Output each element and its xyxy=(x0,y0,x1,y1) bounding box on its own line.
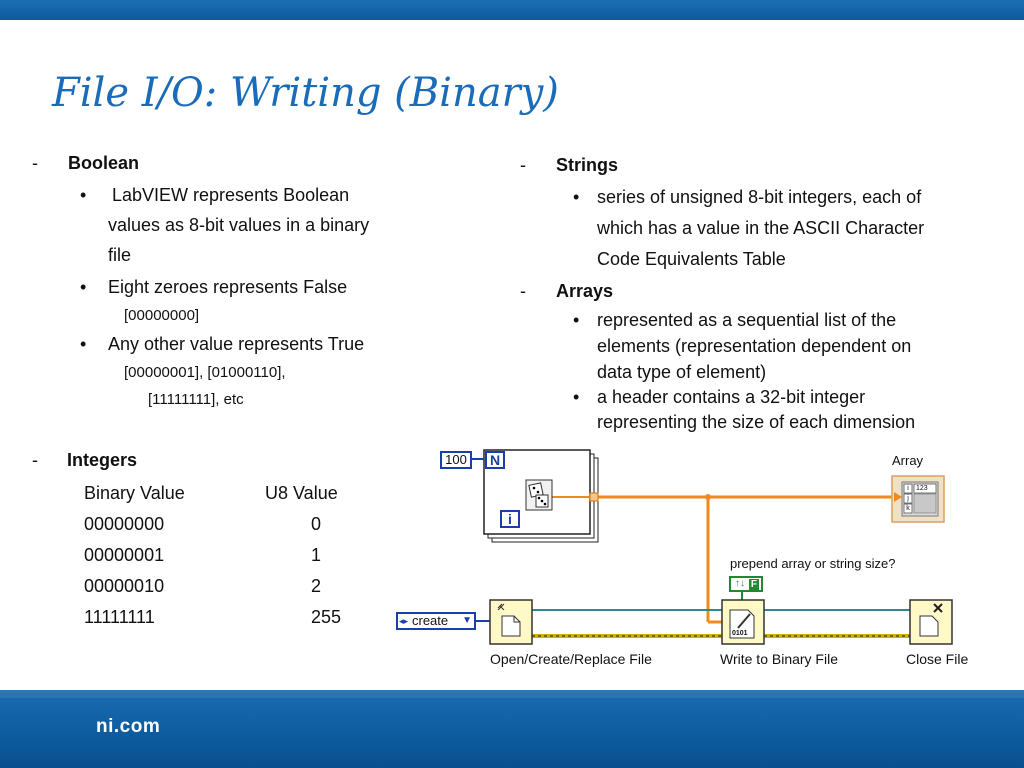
wire-junction xyxy=(705,494,711,500)
create-enum-value: create xyxy=(412,613,449,628)
count-constant[interactable]: 100 xyxy=(440,451,472,469)
array-label: Array xyxy=(892,453,924,468)
write-binary-icon-text: 0101 xyxy=(732,630,748,637)
boolean-bullet-1-line-3: file xyxy=(108,245,132,265)
strings-dash: - xyxy=(520,155,526,175)
integers-row-2-u8: 1 xyxy=(311,545,322,565)
array-indicator[interactable] xyxy=(891,475,945,523)
integers-col-u8-header: U8 Value xyxy=(265,483,338,503)
loop-index-terminal[interactable]: i xyxy=(500,510,520,528)
prepend-boolean-constant[interactable]: ↑↓ F xyxy=(729,576,763,592)
dice-icon[interactable] xyxy=(525,479,553,511)
boolean-dash: - xyxy=(32,153,38,173)
integers-row-2-binary: 00000001 xyxy=(84,545,165,565)
array-element-value: 123 xyxy=(916,485,928,492)
prepend-label: prepend array or string size? xyxy=(730,556,896,571)
strings-bullet-line-1: series of unsigned 8-bit integers, each … xyxy=(597,187,922,207)
strings-heading: Strings xyxy=(556,155,619,175)
boolean-heading: Boolean xyxy=(68,153,140,173)
arrays-bullet-2-line-2: representing the size of each dimension xyxy=(597,412,916,432)
array-index-i: i xyxy=(907,485,909,492)
write-binary-label: Write to Binary File xyxy=(720,651,838,667)
strings-bullet-line-3: Code Equivalents Table xyxy=(597,249,786,269)
top-banner xyxy=(0,0,1024,20)
enum-arrows-icon: ◂▸ xyxy=(399,616,409,626)
boolean-false-example: [00000000] xyxy=(124,307,200,324)
arrays-bullet-1-marker: • xyxy=(573,310,580,330)
arrays-dash: - xyxy=(520,281,526,301)
boolean-bullet-1-line-2: values as 8-bit values in a binary xyxy=(108,215,370,235)
boolean-bullet-1-line-1: LabVIEW represents Boolean xyxy=(112,185,350,205)
open-file-node[interactable] xyxy=(489,599,533,645)
integers-row-1-u8: 0 xyxy=(311,514,322,534)
integers-dash: - xyxy=(32,450,38,470)
open-file-label: Open/Create/Replace File xyxy=(490,651,652,667)
arrays-bullet-1-line-2: elements (representation dependent on xyxy=(597,336,912,356)
toggle-icon: ↑↓ xyxy=(735,578,745,589)
create-enum-constant[interactable]: ◂▸ create ▼ xyxy=(396,612,476,630)
array-index-j: j xyxy=(907,495,909,502)
arrays-bullet-1-line-3: data type of element) xyxy=(597,362,767,382)
integers-row-3-u8: 2 xyxy=(311,576,322,596)
write-binary-file-node[interactable] xyxy=(721,599,765,645)
array-index-k: k xyxy=(906,505,910,512)
integers-row-1-binary: 00000000 xyxy=(84,514,165,534)
arrays-bullet-2-line-1: a header contains a 32-bit integer xyxy=(597,387,866,407)
close-file-label: Close File xyxy=(906,651,969,667)
integers-row-4-binary: 11111111 xyxy=(84,607,155,627)
loop-count-terminal[interactable]: N xyxy=(485,451,505,469)
slide-title: File I/O: Writing (Binary) xyxy=(52,70,559,116)
boolean-bullet-1-marker: • xyxy=(80,185,87,205)
boolean-true-example-1: [00000001], [01000110], xyxy=(124,364,286,381)
prepend-value: F xyxy=(748,578,759,590)
loop-count-terminal-label: N xyxy=(489,452,501,468)
block-diagram-wires xyxy=(472,449,953,645)
boolean-bullet-2-text: Eight zeroes represents False xyxy=(108,277,348,297)
footer-banner xyxy=(0,690,1024,768)
loop-index-terminal-label: i xyxy=(508,511,512,527)
integers-col-binary-header: Binary Value xyxy=(84,483,185,503)
arrays-heading: Arrays xyxy=(556,281,614,301)
count-constant-value: 100 xyxy=(445,452,467,467)
integers-heading: Integers xyxy=(67,450,138,470)
loop-tunnel xyxy=(589,492,599,502)
block-diagram: 100 N i Array i j k 123 prepend array or… xyxy=(396,440,992,680)
integers-row-3-binary: 00000010 xyxy=(84,576,165,596)
arrays-bullet-2-marker: • xyxy=(573,387,580,407)
close-file-node[interactable] xyxy=(909,599,953,645)
strings-bullet-marker: • xyxy=(573,187,580,207)
boolean-bullet-2-marker: • xyxy=(80,277,87,297)
strings-bullet-line-2: which has a value in the ASCII Character xyxy=(597,218,925,238)
boolean-true-example-2: [11111111], etc xyxy=(148,391,244,408)
integers-row-4-u8: 255 xyxy=(311,607,342,627)
boolean-bullet-3-marker: • xyxy=(80,334,87,354)
boolean-bullet-3-text: Any other value represents True xyxy=(108,334,365,354)
footer-brand[interactable]: ni.com xyxy=(96,716,161,737)
arrays-bullet-1-line-1: represented as a sequential list of the xyxy=(597,310,897,330)
dropdown-icon: ▼ xyxy=(462,615,472,626)
